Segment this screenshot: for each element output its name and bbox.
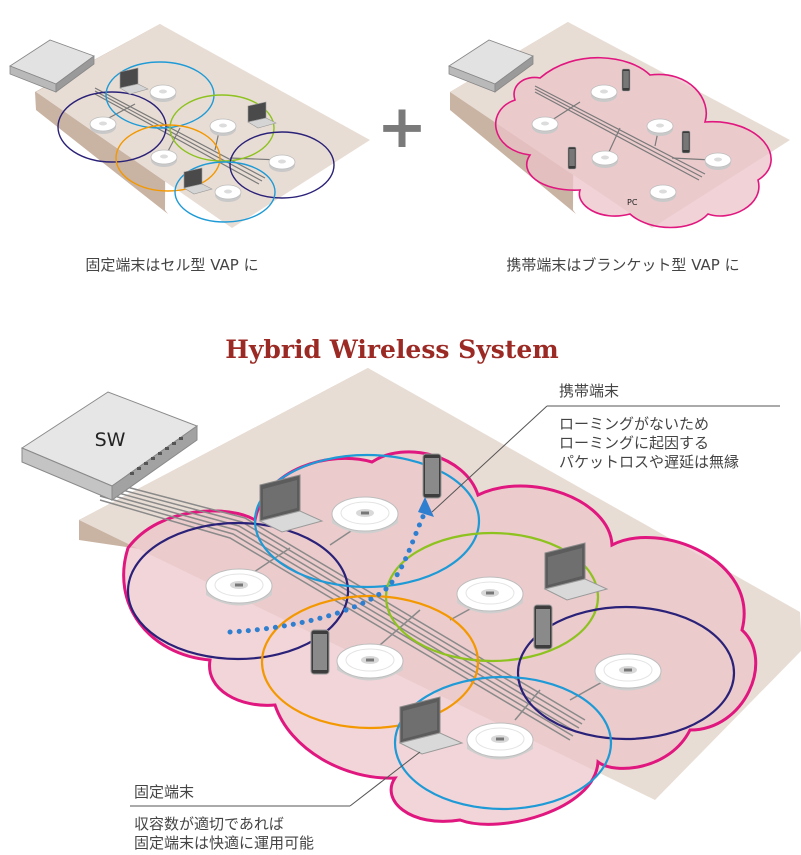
access-point-icon — [331, 496, 399, 534]
phone-icon — [621, 68, 631, 92]
mobile-callout-line: ローミングに起因する — [559, 434, 709, 452]
roaming-path-arrow — [227, 509, 428, 635]
access-point-icon — [591, 150, 619, 169]
cell-navy-left — [57, 91, 167, 163]
access-point-icon — [209, 118, 237, 137]
blanket-vap-diagram: PC 携帯端末はブランケット型 VAP に — [448, 22, 790, 274]
cell-orange — [260, 594, 480, 730]
mobile-callout-heading: 携帯端末 — [559, 382, 619, 400]
switch-icon — [9, 39, 95, 93]
fixed-callout: 固定端末 収容数が適切であれば 固定端末は快適に運用可能 — [130, 751, 421, 852]
cell-navy-right — [229, 131, 335, 199]
phone-icon — [422, 453, 442, 499]
fixed-callout-heading: 固定端末 — [134, 783, 194, 801]
access-point-icon — [594, 653, 662, 691]
pc-label: PC — [627, 198, 638, 207]
switch-icon — [448, 39, 534, 93]
cell-blue-top — [253, 453, 481, 589]
access-point-icon — [466, 722, 534, 760]
access-point-icon — [336, 643, 404, 681]
switch-label: SW — [95, 429, 126, 451]
cell-orange — [115, 124, 221, 192]
access-point-icon — [268, 154, 296, 173]
plus-icon: + — [377, 92, 427, 162]
cell-vap-diagram: 固定端末はセル型 VAP に — [9, 24, 370, 274]
phone-icon — [533, 604, 553, 650]
cell-blue-bottom — [393, 675, 613, 811]
access-point-icon — [149, 84, 177, 103]
access-point-icon — [531, 116, 559, 135]
cell-navy-left — [126, 521, 350, 661]
phone-icon — [310, 629, 330, 675]
access-point-icon — [649, 184, 677, 203]
cell-navy-right — [516, 605, 736, 741]
cell-green — [169, 94, 275, 162]
access-point-icon — [89, 116, 117, 135]
mobile-callout-line: パケットロスや遅延は無縁 — [559, 453, 739, 471]
access-point-icon — [150, 149, 178, 168]
fixed-callout-line: 収容数が適切であれば — [134, 815, 284, 833]
blanket-vap-caption: 携帯端末はブランケット型 VAP に — [506, 256, 739, 274]
cell-vap-caption: 固定端末はセル型 VAP に — [85, 256, 258, 274]
page-title: Hybrid Wireless System — [225, 335, 559, 364]
fixed-callout-line: 固定端末は快適に運用可能 — [134, 834, 314, 852]
access-point-icon — [646, 118, 674, 137]
arrowhead-icon — [418, 497, 434, 517]
access-point-icon — [704, 152, 732, 171]
access-point-icon — [456, 576, 524, 614]
access-point-icon — [590, 84, 618, 103]
switch-icon: SW — [20, 391, 199, 501]
phone-icon — [681, 130, 691, 154]
blanket-vap-area — [494, 56, 772, 229]
access-point-icon — [205, 568, 273, 606]
hybrid-system-diagram: SW — [20, 368, 801, 826]
network-cables — [94, 87, 281, 185]
mobile-callout: 携帯端末 ローミングがないため ローミングに起因する パケットロスや遅延は無縁 — [431, 382, 780, 513]
phone-icon — [567, 146, 577, 170]
access-point-icon — [214, 184, 242, 203]
mobile-callout-line: ローミングがないため — [559, 415, 709, 433]
cell-blue-bottom — [174, 161, 276, 223]
